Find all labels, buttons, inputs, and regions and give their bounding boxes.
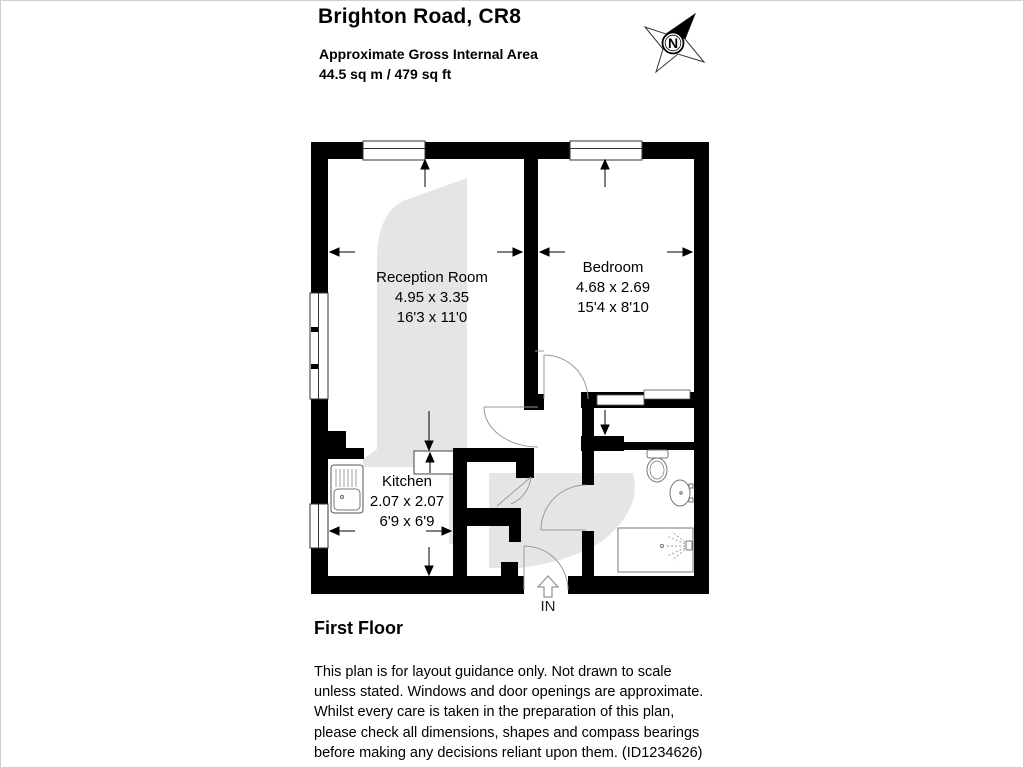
disclaimer-line: please check all dimensions, shapes and … bbox=[314, 724, 700, 741]
windows bbox=[309, 140, 643, 549]
area-label: Approximate Gross Internal Area bbox=[319, 46, 538, 62]
room-label-reception: Reception Room 4.95 x 3.35 16'3 x 11'0 bbox=[352, 268, 512, 328]
bedroom-window bbox=[569, 140, 643, 161]
reception-metric-dims: 4.95 x 3.35 bbox=[394, 289, 470, 306]
kitchen-imperial-dims: 6'9 x 6'9 bbox=[379, 513, 435, 530]
reception-window bbox=[362, 140, 426, 161]
disclaimer-line: Whilst every care is taken in the prepar… bbox=[314, 704, 675, 721]
disclaimer-line: unless stated. Windows and door openings… bbox=[314, 684, 704, 701]
toilet bbox=[646, 449, 669, 483]
walls bbox=[311, 142, 709, 594]
bedroom-cupboard bbox=[596, 389, 691, 406]
entrance-label: IN bbox=[540, 598, 556, 615]
wash-basin bbox=[669, 479, 694, 507]
compass-n-label: N bbox=[667, 35, 679, 51]
hallway-bathroom-shading bbox=[489, 473, 635, 568]
closet-door bbox=[496, 476, 532, 507]
area-value: 44.5 sq m / 479 sq ft bbox=[319, 66, 452, 82]
floor-label: First Floor bbox=[314, 618, 403, 638]
kitchen-name: Kitchen bbox=[381, 473, 433, 490]
kitchen-sink bbox=[330, 464, 364, 514]
room-label-bedroom: Bedroom 4.68 x 2.69 15'4 x 8'10 bbox=[533, 258, 693, 318]
entrance-door bbox=[523, 545, 569, 591]
reception-door bbox=[483, 406, 539, 448]
disclaimer-text: This plan is for layout guidance only. N… bbox=[314, 662, 703, 763]
bedroom-name: Bedroom bbox=[582, 259, 644, 276]
reception-imperial-dims: 16'3 x 11'0 bbox=[396, 309, 468, 326]
entrance-arrow-icon bbox=[536, 575, 560, 598]
bedroom-imperial-dims: 15'4 x 8'10 bbox=[577, 299, 649, 316]
page-title: Brighton Road, CR8 bbox=[318, 5, 522, 28]
disclaimer-line: before making any decisions reliant upon… bbox=[314, 744, 703, 761]
shower bbox=[617, 527, 694, 573]
door-swings bbox=[483, 350, 589, 591]
compass-icon bbox=[643, 12, 706, 74]
window-mullions bbox=[311, 327, 318, 369]
bedroom-metric-dims: 4.68 x 2.69 bbox=[575, 279, 651, 296]
room-label-kitchen: Kitchen 2.07 x 2.07 6'9 x 6'9 bbox=[327, 472, 487, 532]
kitchen-counter bbox=[413, 450, 457, 475]
reception-name: Reception Room bbox=[376, 269, 488, 286]
dimension-arrows bbox=[328, 158, 694, 577]
fixtures bbox=[330, 449, 694, 573]
kitchen-metric-dims: 2.07 x 2.07 bbox=[369, 493, 445, 510]
disclaimer-line: This plan is for layout guidance only. N… bbox=[314, 664, 672, 680]
bathroom-door bbox=[540, 484, 587, 531]
bedroom-door bbox=[535, 350, 589, 400]
kitchen-label-backdrop bbox=[359, 467, 449, 545]
